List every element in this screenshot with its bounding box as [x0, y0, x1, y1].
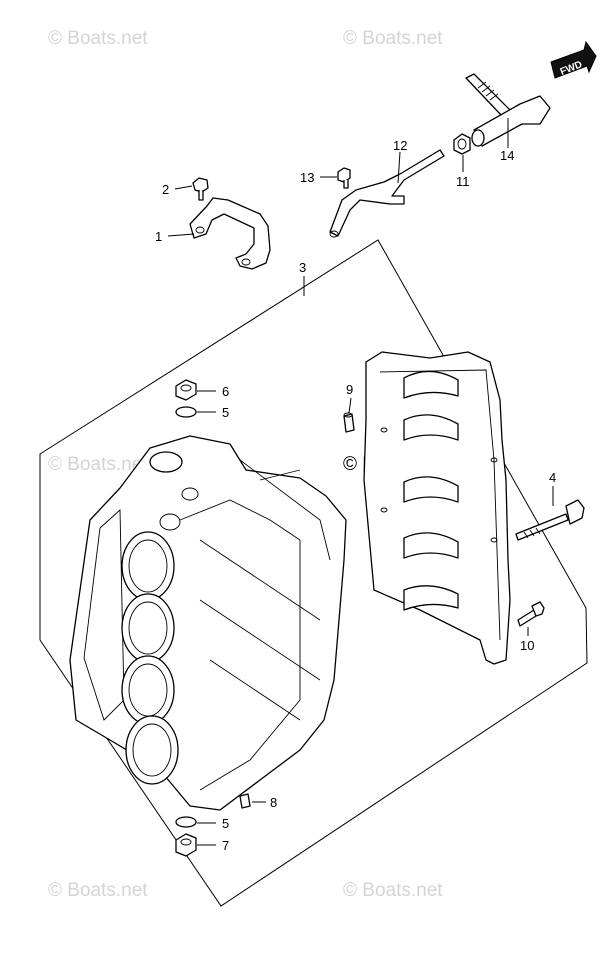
- watermark-top-right: © Boats.net: [343, 28, 443, 49]
- callout-12: 12: [393, 138, 407, 153]
- callout-10: 10: [520, 638, 534, 653]
- callout-7: 7: [222, 838, 229, 853]
- callout-11: 11: [456, 174, 470, 189]
- callout-8: 8: [270, 795, 277, 810]
- part-plug-6[interactable]: [175, 379, 197, 401]
- callout-2: 2: [162, 182, 169, 197]
- callout-13: 13: [300, 170, 314, 185]
- part-pipe-12[interactable]: [329, 149, 445, 238]
- part-plug-8[interactable]: [239, 793, 251, 809]
- part-oring-5-top[interactable]: [175, 406, 197, 418]
- watermark-bottom-right: © Boats.net: [343, 880, 443, 901]
- part-bolt-13[interactable]: [337, 167, 351, 189]
- part-bolt-10[interactable]: [517, 601, 545, 627]
- part-clamp-11[interactable]: [453, 133, 471, 155]
- watermark-middle-left: © Boats.net: [48, 454, 148, 475]
- callout-6: 6: [222, 384, 229, 399]
- part-pin-9[interactable]: [343, 412, 355, 433]
- part-hose-14[interactable]: [465, 73, 551, 147]
- callout-9: 9: [346, 382, 353, 397]
- part-bolt-2[interactable]: [192, 177, 209, 201]
- callout-3: 3: [299, 260, 306, 275]
- watermark-bottom-left: © Boats.net: [48, 880, 148, 901]
- part-oring-5-bottom[interactable]: [175, 816, 197, 828]
- part-cylinder-block[interactable]: [69, 435, 347, 811]
- part-bolt-4[interactable]: [515, 499, 585, 541]
- callout-4: 4: [549, 470, 556, 485]
- callout-14: 14: [500, 148, 514, 163]
- callout-1: 1: [155, 229, 162, 244]
- part-crankcase[interactable]: [363, 351, 511, 665]
- callout-5-bottom: 5: [222, 816, 229, 831]
- watermark-top-left: © Boats.net: [48, 28, 148, 49]
- callout-5-top: 5: [222, 405, 229, 420]
- leader-lines: [167, 118, 554, 846]
- assembly-frame: [39, 239, 588, 907]
- fwd-arrow-badge: FWD: [550, 40, 597, 79]
- part-plug-7[interactable]: [175, 833, 197, 857]
- part-bracket[interactable]: [189, 197, 271, 270]
